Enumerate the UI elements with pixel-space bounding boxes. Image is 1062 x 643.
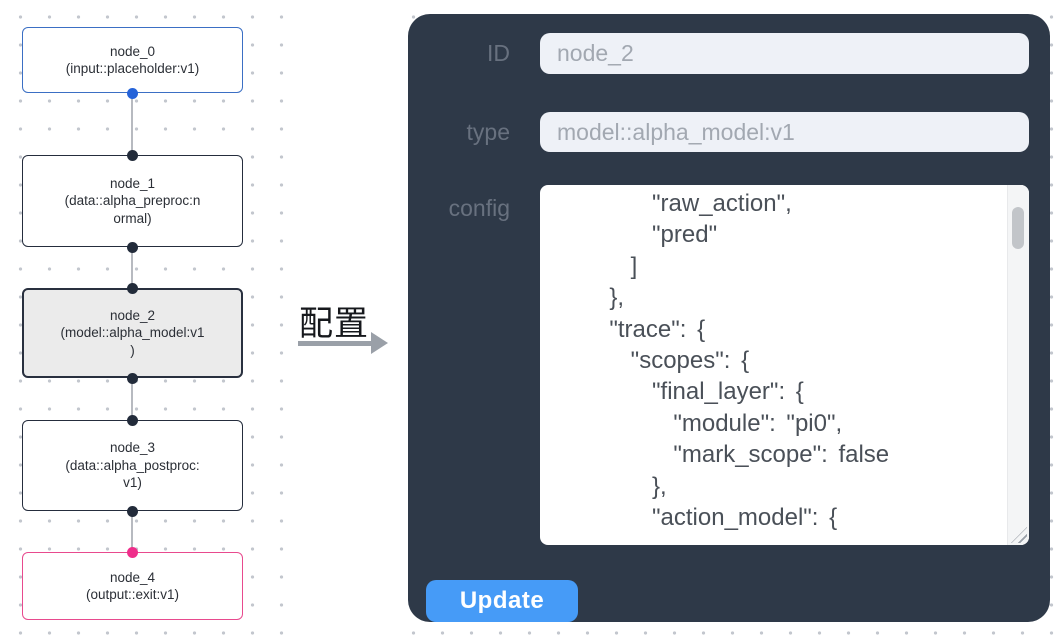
port-in-node_2[interactable] [127,283,138,294]
port-out-node_3[interactable] [127,506,138,517]
id-field-label: ID [487,40,510,66]
node-type-line: (data::alpha_preproc:n [64,193,201,209]
flow-node-node_2-selected[interactable]: node_2 (model::alpha_model:v1 ) [22,288,243,378]
flow-node-node_3[interactable]: node_3 (data::alpha_postproc: v1) [22,420,243,511]
port-in-node_1[interactable] [127,150,138,161]
node-type-line: v1) [123,475,142,491]
node-type-line: (model::alpha_model:v1 [60,325,205,341]
node-title: node_3 [109,440,156,456]
node-type-line: ormal) [113,210,152,226]
config-json-text[interactable]: "raw_action", "pred" ] }, "trace": { "sc… [609,190,890,532]
port-out-node_1[interactable] [127,242,138,253]
port-in-node_3[interactable] [127,415,138,426]
node-config-panel: ID type config "raw_action", "pred" ] },… [408,14,1050,622]
node-type-line: (input::placeholder:v1) [65,61,200,76]
config-scrollbar-track[interactable] [1007,185,1029,545]
node-title: node_4 [109,569,156,585]
port-out-node_2[interactable] [127,373,138,384]
node-title: node_0 [109,43,156,59]
config-field-label: config [448,195,510,221]
port-in-node_4[interactable] [127,547,138,558]
update-button[interactable]: Update [426,580,578,622]
node-type-line: (data::alpha_postproc: [65,457,200,473]
node-type-line: (output::exit:v1) [85,587,180,602]
configure-annotation-label: 配置 [299,305,369,343]
flow-node-node_1[interactable]: node_1 (data::alpha_preproc:n ormal) [22,155,243,247]
flow-node-node_4[interactable]: node_4 (output::exit:v1) [22,552,243,620]
flow-node-node_0[interactable]: node_0 (input::placeholder:v1) [22,27,243,93]
port-out-node_0[interactable] [127,88,138,99]
id-input[interactable] [540,33,1029,74]
config-scrollbar-thumb[interactable] [1012,207,1024,249]
type-input[interactable] [540,112,1029,152]
edge-node3-node4 [131,511,133,552]
edge-node0-node1 [131,93,133,155]
config-textarea[interactable]: "raw_action", "pred" ] }, "trace": { "sc… [540,185,1029,545]
node-title: node_2 [109,307,156,323]
configure-arrow-head-icon [371,332,388,354]
configure-arrow-line [298,341,373,346]
node-type-line: ) [130,342,135,358]
edge-node2-node3 [131,378,133,420]
type-field-label: type [466,119,510,145]
edge-node1-node2 [131,247,133,288]
node-title: node_1 [109,175,156,191]
